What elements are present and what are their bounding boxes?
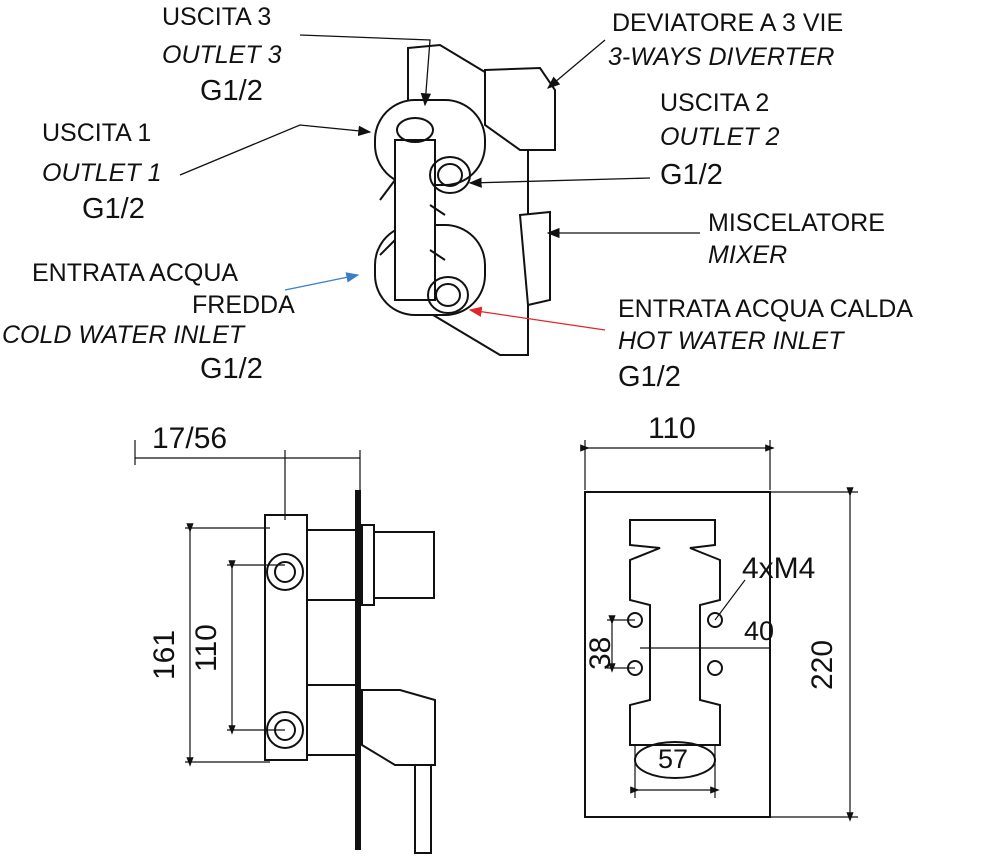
dimension-outlet-spacing: 110: [190, 624, 223, 672]
hot-inlet-size: G1/2: [618, 361, 681, 393]
dimension-lines: [134, 440, 858, 822]
cold-inlet-size: G1/2: [200, 353, 263, 385]
hot-inlet-label-it: ENTRATA ACQUA CALDA: [618, 295, 913, 323]
hot-inlet-label-en: HOT WATER INLET: [618, 327, 844, 355]
dimension-screw-vertical: 38: [584, 636, 617, 670]
dimension-plate-width: 110: [648, 412, 696, 445]
diverter-label-it: DEVIATORE A 3 VIE: [612, 9, 844, 37]
iso-view: [374, 43, 556, 356]
outlet2-label-it: USCITA 2: [660, 89, 770, 117]
outlet1-size: G1/2: [82, 193, 145, 225]
outlet1-label-it: USCITA 1: [42, 119, 152, 147]
dimension-height-total: 161: [148, 629, 181, 680]
mixer-label-it: MISCELATORE: [708, 209, 885, 237]
front-view: [584, 491, 771, 818]
outlet1-label-en: OUTLET 1: [42, 159, 162, 187]
diverter-label-en: 3-WAYS DIVERTER: [608, 43, 835, 71]
mixer-label-en: MIXER: [708, 241, 788, 269]
dimension-screw-horizontal: 40: [744, 616, 775, 646]
outlet3-label-it: USCITA 3: [162, 3, 272, 31]
outlet3-size: G1/2: [200, 75, 263, 107]
outlet3-label-en: OUTLET 3: [162, 41, 282, 69]
cold-inlet-label-en: COLD WATER INLET: [2, 321, 245, 349]
leader-lines: [179, 34, 700, 331]
outlet2-label-en: OUTLET 2: [660, 123, 780, 151]
cold-inlet-label-it1: ENTRATA ACQUA: [32, 259, 239, 287]
dimension-plate-height: 220: [806, 639, 839, 690]
cold-inlet-label-it2: FREDDA: [192, 291, 295, 319]
dimension-depth: 17/56: [152, 422, 228, 455]
dimension-bottom-width: 57: [658, 744, 689, 774]
side-view: [264, 490, 436, 854]
screws-spec: 4xM4: [742, 552, 816, 585]
outlet2-size: G1/2: [660, 159, 723, 191]
